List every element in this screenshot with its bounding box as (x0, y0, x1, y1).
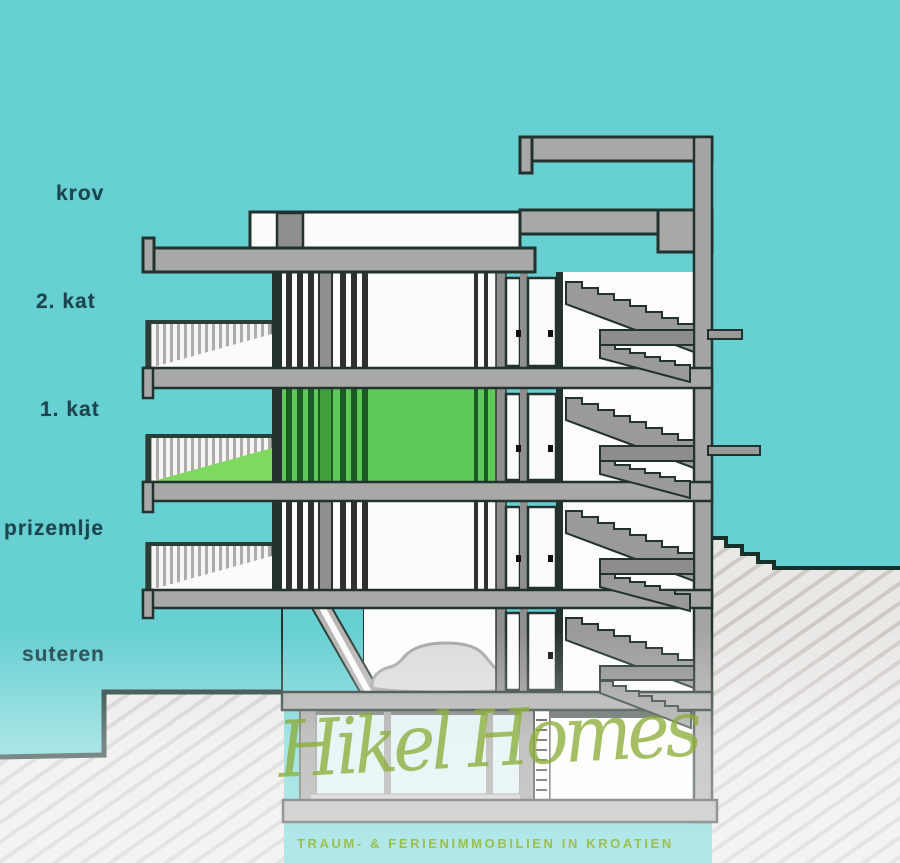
right-exterior-wall (692, 135, 714, 824)
balcony-prizemlje (145, 542, 273, 591)
watermark-tagline: TRAUM- & FERIENIMMOBILIEN IN KROATIEN (297, 836, 674, 851)
watermark-brand-script: Hikel Homes (275, 684, 700, 796)
terrain-left (0, 689, 284, 863)
upper-setback-volume (248, 210, 522, 250)
balcony-2kat (145, 320, 273, 369)
landing-canopy-upper (707, 329, 743, 340)
balcony-1kat-green (145, 434, 273, 483)
floor-label-krov: krov (56, 182, 105, 205)
floor-label-suteren: suteren (22, 643, 105, 666)
stair-tower-cap (518, 135, 714, 175)
floor-label-1kat: 1. kat (40, 398, 100, 421)
terrain-right (712, 536, 900, 863)
landing-canopy-lower (707, 445, 761, 456)
floor-label-2kat: 2. kat (36, 290, 96, 313)
foundation-slab (281, 798, 719, 824)
high-roof-slab (518, 208, 714, 254)
floor-label-prizemlje: prizemlje (4, 517, 105, 540)
